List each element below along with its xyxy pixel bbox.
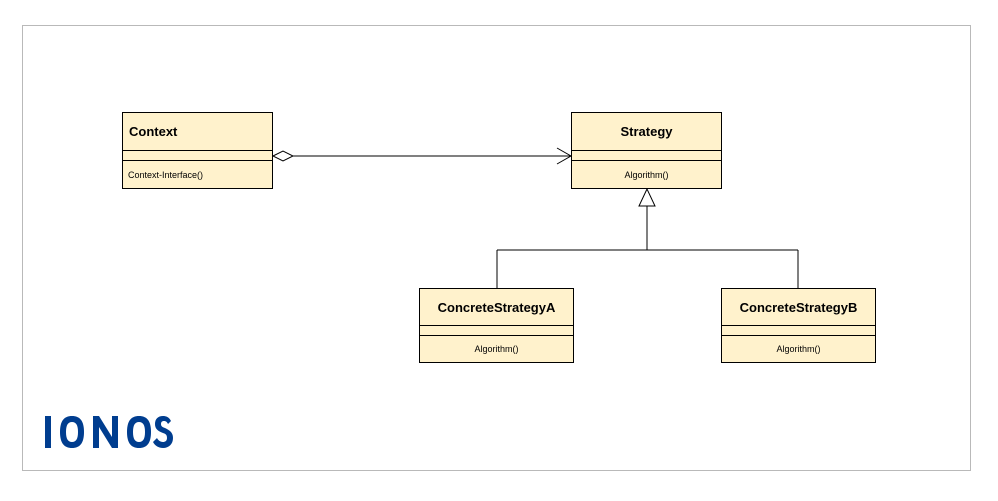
class-name: Context xyxy=(123,113,272,151)
class-operation: Algorithm() xyxy=(474,344,519,354)
generalization-triangle xyxy=(638,187,656,207)
class-strategy: Strategy Algorithm() xyxy=(571,112,722,189)
class-name: ConcreteStrategyB xyxy=(722,289,875,326)
class-attributes xyxy=(572,151,721,161)
class-operation: Algorithm() xyxy=(624,169,669,180)
class-name: Strategy xyxy=(572,113,721,151)
ionos-logo xyxy=(45,416,173,448)
class-context: Context Context-Interface() xyxy=(122,112,273,189)
class-operation: Algorithm() xyxy=(776,344,821,354)
class-attributes xyxy=(123,151,272,161)
class-concrete-strategy-a: ConcreteStrategyA Algorithm() xyxy=(419,288,574,363)
diagram-frame xyxy=(22,25,971,471)
class-operation: Context-Interface() xyxy=(128,169,204,180)
aggregation-diamond xyxy=(271,150,295,162)
class-attributes xyxy=(420,326,573,336)
class-concrete-strategy-b: ConcreteStrategyB Algorithm() xyxy=(721,288,876,363)
class-name: ConcreteStrategyA xyxy=(420,289,573,326)
class-attributes xyxy=(722,326,875,336)
